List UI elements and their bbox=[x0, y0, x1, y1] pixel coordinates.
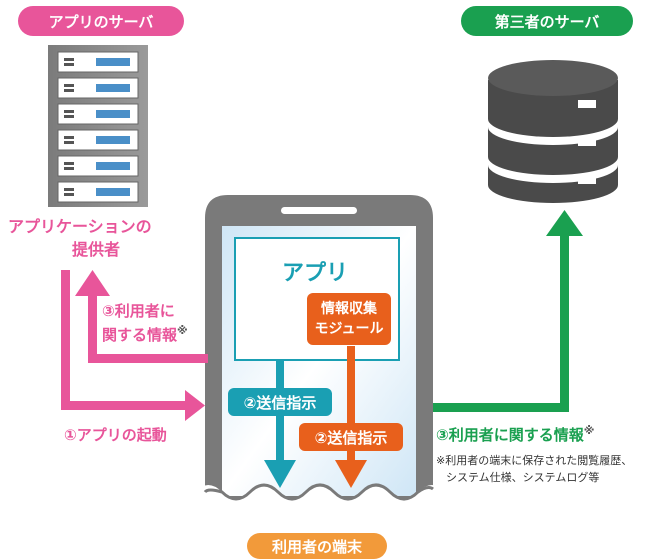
app-title: アプリ bbox=[282, 261, 349, 286]
send-instruction-teal: ②送信指示 bbox=[228, 388, 332, 416]
info-about-user-right: ③利用者に関する情報※ bbox=[436, 424, 595, 444]
info-about-user-left-line1: ③利用者に bbox=[102, 302, 175, 320]
provider-label-line1: アプリケーションの bbox=[8, 217, 152, 236]
app-server-label: アプリのサーバ bbox=[18, 6, 184, 36]
module-line1: 情報収集 bbox=[321, 301, 377, 317]
app-launch-label: ①アプリの起動 bbox=[64, 426, 167, 444]
third-party-server-label: 第三者のサーバ bbox=[461, 6, 633, 36]
orange-arrow bbox=[335, 346, 367, 488]
note-mark-left: ※ bbox=[177, 324, 188, 337]
note-line1: ※利用者の端末に保存された閲覧履歴、 bbox=[436, 454, 633, 467]
user-terminal-label: 利用者の端末 bbox=[247, 533, 387, 559]
provider-label-line2: 提供者 bbox=[72, 240, 121, 259]
note-mark-right: ※ bbox=[583, 424, 595, 437]
pink-arrows bbox=[61, 270, 208, 421]
database-icon bbox=[488, 60, 618, 203]
send-instruction-orange: ②送信指示 bbox=[299, 423, 403, 451]
note-line2: システム仕様、システムログ等 bbox=[446, 471, 600, 484]
module-line2: モジュール bbox=[314, 321, 384, 337]
server-rack-icon bbox=[48, 45, 148, 207]
green-arrow bbox=[433, 210, 583, 412]
info-collection-module: 情報収集 モジュール bbox=[307, 293, 391, 345]
info-about-user-left-line2: 関する情報※ bbox=[102, 324, 188, 344]
